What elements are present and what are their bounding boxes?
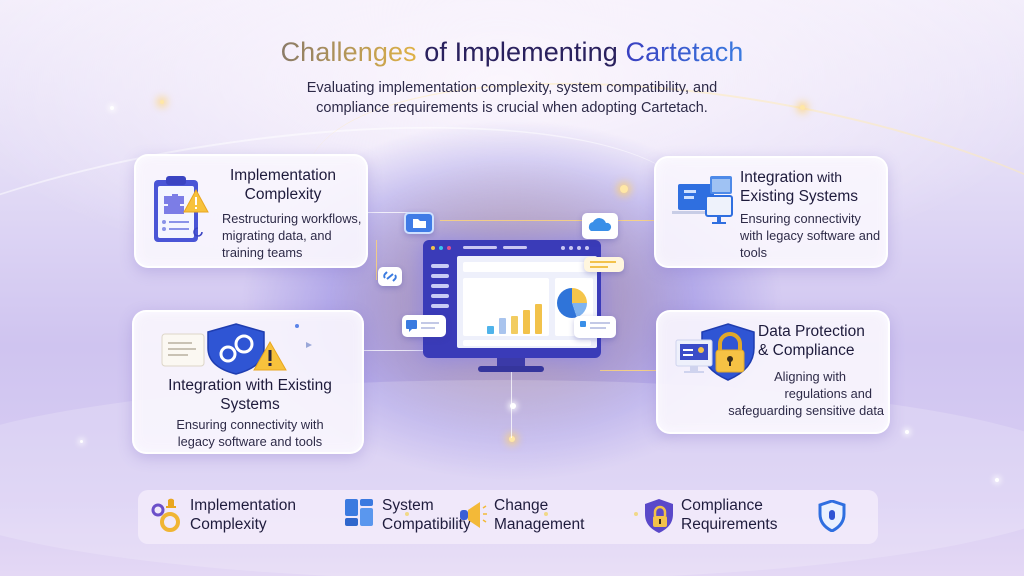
grid-blocks-icon	[344, 498, 376, 535]
chart-bar	[535, 304, 542, 334]
title-brand: Cartetach	[625, 37, 744, 67]
title-middle: of Implementing	[416, 37, 626, 67]
shield-lock-icon	[643, 498, 675, 539]
card-integration-existing-systems-left: Integration with Existing Systems Ensuri…	[132, 310, 364, 454]
summary-item-change-management: Change Management	[458, 496, 584, 534]
pie-chart	[557, 288, 587, 318]
sparkle	[110, 106, 114, 110]
connector-line	[376, 240, 377, 280]
sparkle	[160, 100, 164, 104]
page-title: Challenges of Implementing Cartetach	[0, 37, 1024, 68]
sparkle	[80, 440, 83, 443]
monitor-sidebar	[427, 258, 453, 314]
monitor-stand	[497, 358, 525, 368]
card-description: Aligning with regulations and safeguardi…	[728, 369, 884, 418]
sparkle	[510, 403, 516, 409]
chart-bar	[523, 310, 530, 334]
connector-line	[600, 370, 656, 371]
card-title: Data Protection & Compliance	[758, 323, 865, 359]
sparkle	[995, 478, 999, 482]
monitor-base	[478, 366, 544, 372]
separator-dot	[405, 512, 409, 516]
shield-icon	[818, 499, 846, 537]
shield-lock-monitor-icon	[670, 320, 760, 389]
link-icon	[378, 267, 402, 286]
subtitle-line: Evaluating implementation complexity, sy…	[306, 80, 718, 96]
sparkle	[905, 430, 909, 434]
title-highlight: Challenges	[280, 37, 417, 67]
chart-bar	[499, 318, 506, 334]
summary-item-compliance-requirements: Compliance Requirements	[643, 496, 778, 534]
separator-dot	[544, 512, 548, 516]
shield-gears-warning-icon	[154, 320, 334, 381]
chart-bar	[511, 316, 518, 334]
card-title: Integration with Existing Systems	[740, 169, 859, 205]
summary-item-system-compatibility: System Compatibility	[344, 496, 471, 534]
chart-bar	[487, 326, 494, 334]
card-description: Restructuring workflows, migrating data,…	[222, 211, 362, 260]
connector-line	[368, 212, 428, 213]
connector-line	[364, 350, 424, 351]
dashboard-monitor-icon	[423, 240, 601, 358]
subtitle-line: compliance requirements is crucial when …	[316, 100, 708, 116]
chat-icon	[402, 315, 446, 337]
notification-card-icon	[584, 257, 624, 272]
connector-line	[511, 372, 512, 438]
card-data-protection-compliance: Data Protection & Compliance Aligning wi…	[656, 310, 890, 434]
cloud-icon	[582, 213, 618, 239]
sparkle	[620, 185, 628, 193]
clipboard-warning-icon	[150, 172, 212, 255]
sparkle	[800, 105, 805, 110]
card-implementation-complexity: Implementation Complexity Restructuring …	[134, 154, 368, 268]
card-title: Implementation Complexity	[230, 167, 336, 203]
connector-line	[600, 220, 656, 221]
gears-bell-icon	[150, 498, 186, 539]
megaphone-icon	[458, 498, 488, 535]
sparkle	[509, 436, 515, 442]
card-description: Ensuring connectivity with legacy softwa…	[740, 211, 881, 260]
card-integration-existing-systems: Integration with Existing Systems Ensuri…	[654, 156, 888, 268]
summary-item-implementation-complexity: Implementation Complexity	[150, 496, 296, 534]
monitor-topbar	[427, 244, 597, 252]
card-description: Ensuring connectivity with legacy softwa…	[176, 417, 324, 449]
folder-icon	[404, 212, 434, 234]
separator-dot	[634, 512, 638, 516]
bottom-summary-bar: Implementation Complexity System Compati…	[138, 490, 878, 544]
connected-devices-icon	[670, 174, 738, 239]
info-card-icon	[574, 316, 616, 338]
card-title: Integration with Existing Systems	[168, 377, 332, 413]
connector-line	[440, 220, 590, 221]
page-subtitle: Evaluating implementation complexity, sy…	[0, 78, 1024, 118]
